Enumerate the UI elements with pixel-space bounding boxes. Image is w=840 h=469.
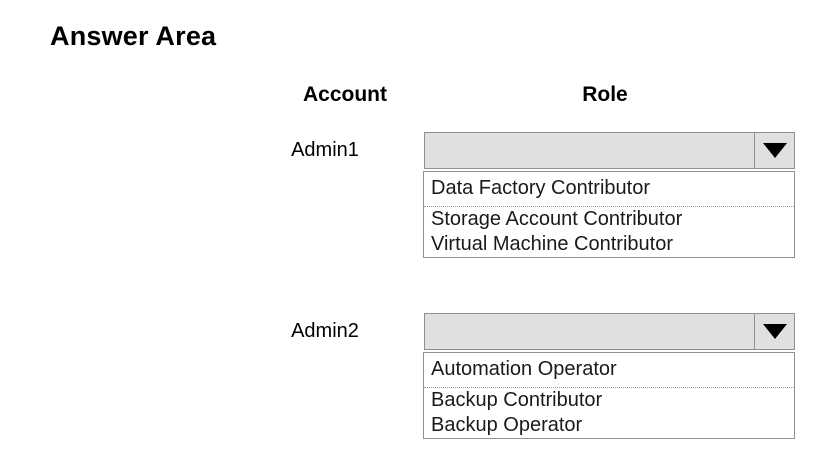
- list-item[interactable]: Backup Operator: [424, 413, 794, 438]
- role-combobox-value-admin2[interactable]: [425, 314, 754, 349]
- account-label-admin2: Admin2: [291, 320, 359, 342]
- list-item[interactable]: Backup Contributor: [424, 388, 794, 413]
- role-dropdown-list-admin1[interactable]: Data Factory Contributor Storage Account…: [423, 171, 795, 258]
- role-combobox-value-admin1[interactable]: [425, 133, 754, 168]
- role-combobox-admin2[interactable]: [424, 313, 795, 350]
- chevron-down-icon[interactable]: [754, 133, 794, 168]
- page-title: Answer Area: [50, 21, 217, 51]
- column-header-role: Role: [582, 83, 628, 106]
- triangle-glyph: [762, 143, 787, 158]
- list-item[interactable]: Storage Account Contributor: [424, 207, 794, 232]
- column-header-account: Account: [303, 83, 387, 106]
- account-label-admin1: Admin1: [291, 139, 359, 161]
- list-item[interactable]: Data Factory Contributor: [424, 172, 794, 207]
- triangle-glyph: [762, 324, 787, 339]
- role-dropdown-list-admin2[interactable]: Automation Operator Backup Contributor B…: [423, 352, 795, 439]
- chevron-down-icon[interactable]: [754, 314, 794, 349]
- list-item[interactable]: Automation Operator: [424, 353, 794, 388]
- list-item[interactable]: Virtual Machine Contributor: [424, 232, 794, 257]
- role-combobox-admin1[interactable]: [424, 132, 795, 169]
